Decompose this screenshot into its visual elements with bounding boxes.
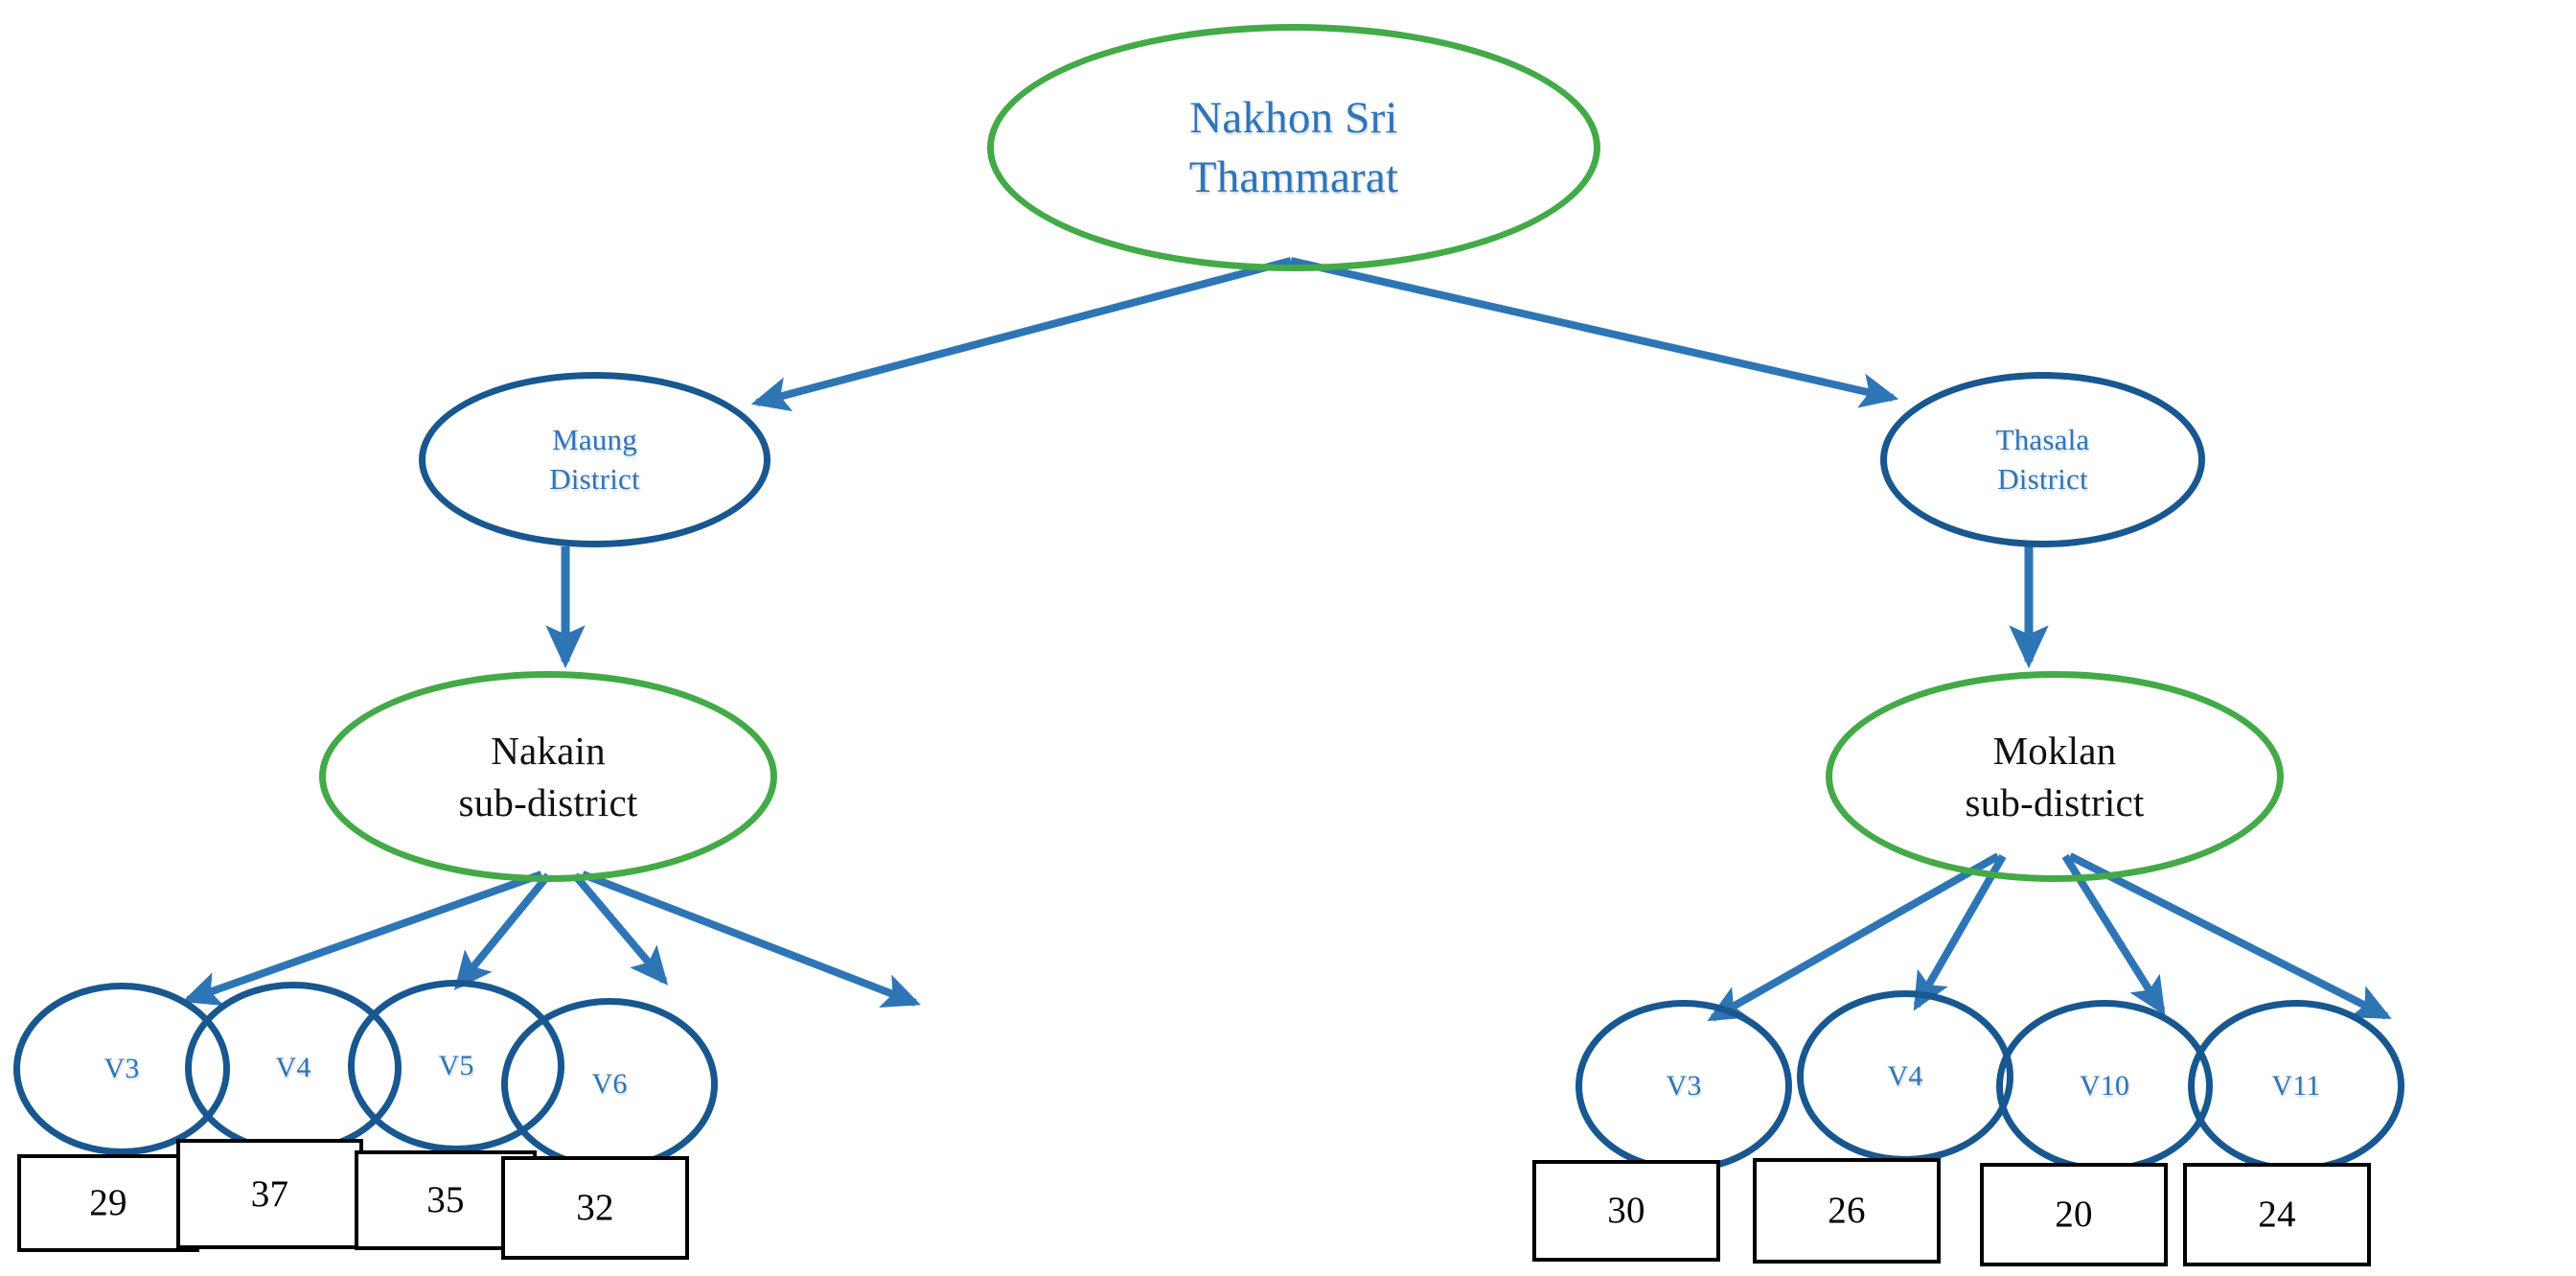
value-label-nakain-v6: 32 <box>576 1187 614 1229</box>
edge-nakain-to-v4 <box>453 872 552 990</box>
node-label-thasala-district: Thasala District <box>1995 422 2090 496</box>
value-label-nakain-v4: 37 <box>250 1172 289 1215</box>
node-moklan-v10[interactable]: V10 <box>1996 1000 2213 1172</box>
value-box-moklan-v4: 26 <box>1753 1158 1941 1264</box>
value-label-moklan-v3: 30 <box>1607 1190 1645 1232</box>
edge-moklan-to-v4 <box>1913 854 2007 1011</box>
edge-nakain-to-v5 <box>571 872 669 986</box>
value-label-moklan-v10: 20 <box>2055 1194 2093 1236</box>
node-label-nakain-v6: V6 <box>591 1068 628 1101</box>
value-box-nakain-v3: 29 <box>17 1154 199 1252</box>
node-nakain-v6[interactable]: V6 <box>501 998 718 1171</box>
node-label-moklan-v4: V4 <box>1887 1060 1923 1093</box>
node-nakhon-sri-thammarat[interactable]: Nakhon Sri Thammarat <box>987 24 1600 271</box>
value-label-nakain-v3: 29 <box>89 1182 127 1224</box>
node-label-nakain-v3: V3 <box>104 1053 140 1085</box>
node-moklan-v4[interactable]: V4 <box>1797 990 2013 1163</box>
value-label-moklan-v4: 26 <box>1828 1190 1866 1232</box>
node-label-moklan-v11: V11 <box>2271 1070 2321 1102</box>
node-label-moklan-sub-district: Moklan sub-district <box>1965 728 2145 824</box>
value-label-nakain-v5: 35 <box>426 1179 465 1221</box>
node-label-nakain-v5: V5 <box>438 1050 474 1082</box>
node-label-root: Nakhon Sri Thammarat <box>1188 92 1399 202</box>
node-label-nakain-v4: V4 <box>275 1052 311 1084</box>
edge-nakain-to-v6 <box>581 870 921 1009</box>
value-box-moklan-v10: 20 <box>1980 1163 2168 1266</box>
edge-moklan-to-v3 <box>1707 852 2000 1022</box>
node-label-moklan-v3: V3 <box>1666 1070 1702 1102</box>
value-box-moklan-v3: 30 <box>1532 1160 1720 1262</box>
value-box-nakain-v6: 32 <box>501 1156 689 1260</box>
value-box-nakain-v4: 37 <box>176 1139 363 1249</box>
node-moklan-v3[interactable]: V3 <box>1576 1000 1792 1172</box>
edge-nakain-to-v3 <box>181 870 543 1007</box>
node-moklan-sub-district[interactable]: Moklan sub-district <box>1826 671 2284 882</box>
edge-root-to-thasala <box>1290 257 1899 408</box>
node-nakain-sub-district[interactable]: Nakain sub-district <box>319 671 777 882</box>
value-box-moklan-v11: 24 <box>2183 1163 2371 1266</box>
node-thasala-district[interactable]: Thasala District <box>1880 372 2205 547</box>
node-label-nakain-sub-district: Nakain sub-district <box>458 728 638 824</box>
node-label-maung-district: Maung District <box>549 422 640 496</box>
node-moklan-v11[interactable]: V11 <box>2188 1000 2404 1172</box>
node-label-moklan-v10: V10 <box>2079 1070 2130 1102</box>
node-maung-district[interactable]: Maung District <box>419 372 770 547</box>
value-label-moklan-v11: 24 <box>2258 1194 2296 1236</box>
edge-moklan-to-v11 <box>2068 852 2392 1020</box>
edge-root-to-maung <box>750 257 1293 412</box>
